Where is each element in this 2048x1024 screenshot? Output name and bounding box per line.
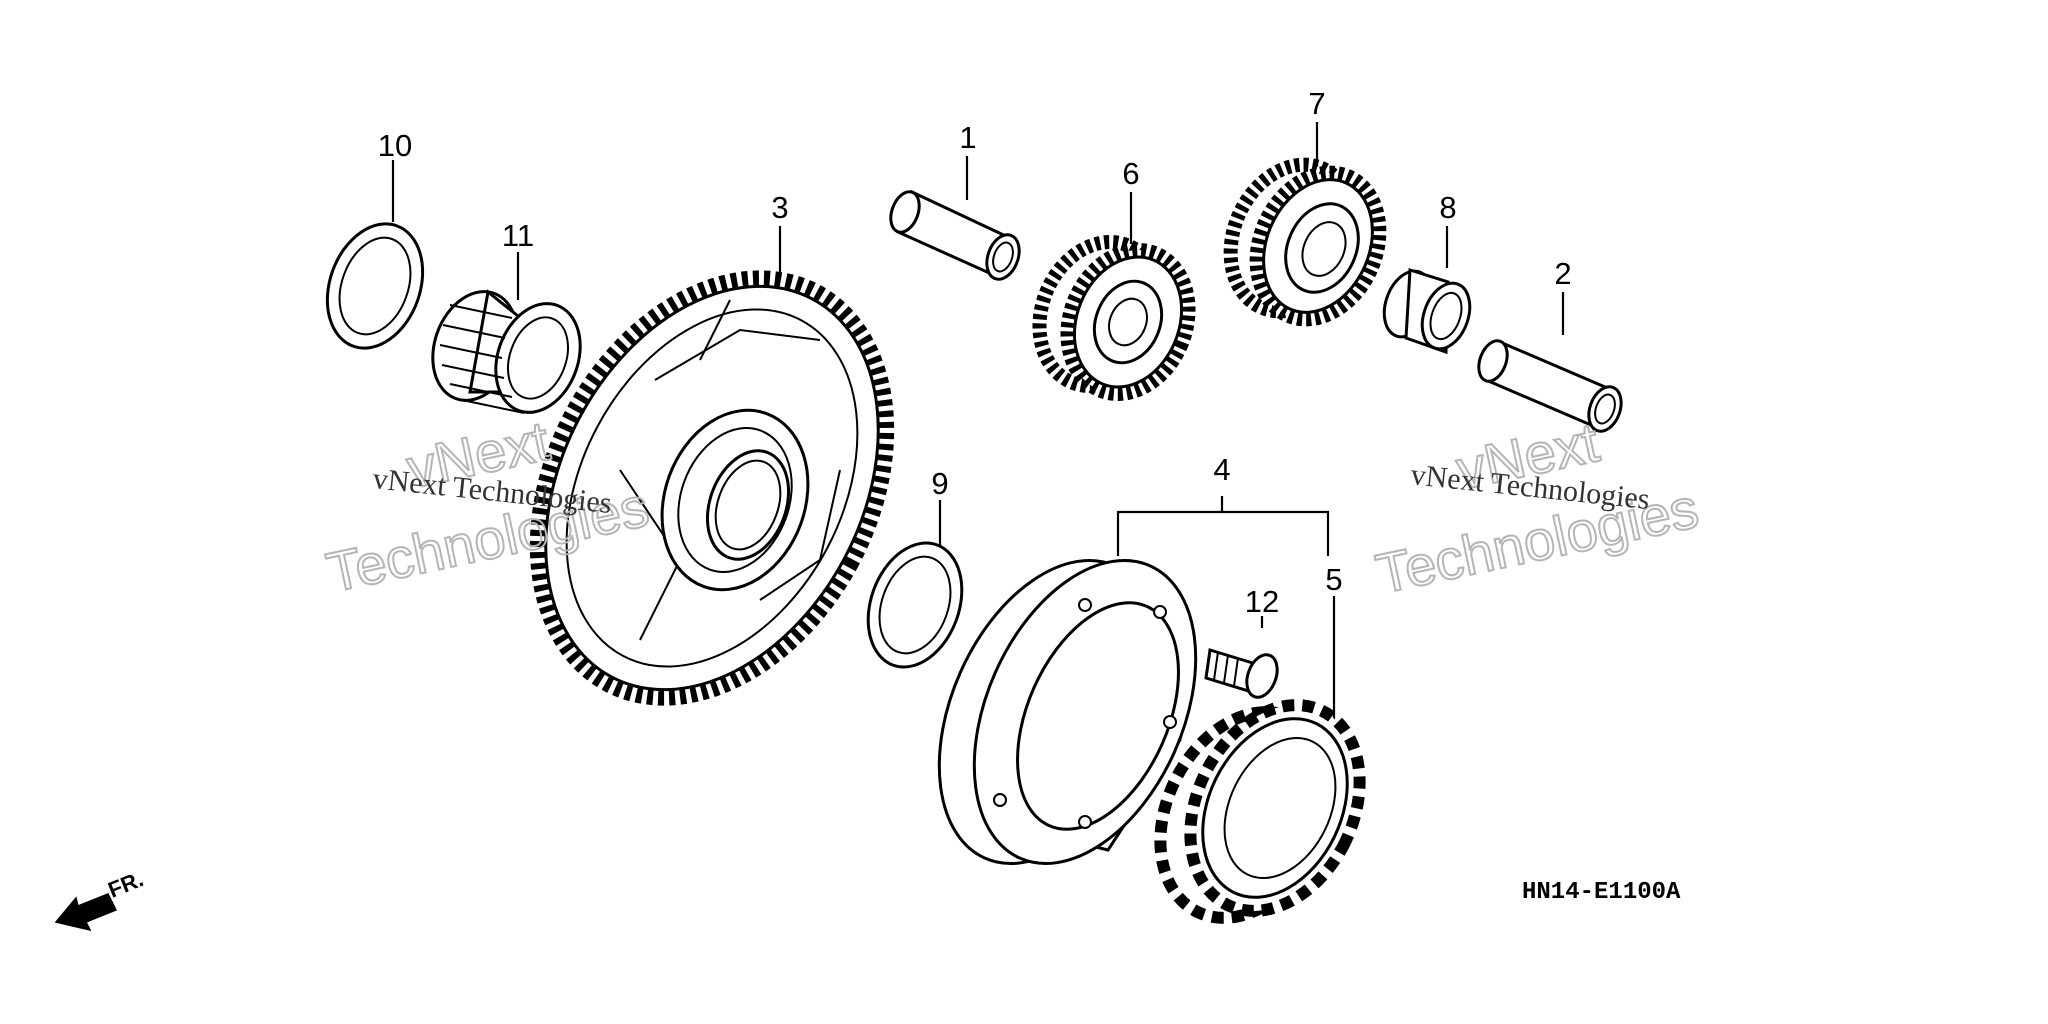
callout-11: 11: [502, 218, 534, 253]
part-starter-driven-gear-3: [529, 270, 895, 706]
callout-2: 2: [1554, 256, 1571, 291]
callout-4: 4: [1213, 452, 1230, 487]
callout-7: 7: [1308, 86, 1325, 121]
callout-1: 1: [959, 120, 976, 155]
callout-labels: 1 2 3 4 5 6 7 8 9 10 11 12: [378, 86, 1572, 619]
callout-12: 12: [1245, 584, 1279, 619]
part-needle-bearing-11: [431, 289, 582, 414]
part-pin-1: [889, 189, 1021, 281]
callout-6: 6: [1122, 156, 1139, 191]
callout-10: 10: [378, 128, 412, 163]
callout-5: 5: [1325, 562, 1342, 597]
part-collar-8: [1382, 267, 1472, 355]
callout-9: 9: [931, 466, 948, 501]
diagram-code: HN14-E1100A: [1522, 879, 1681, 906]
part-washer-10: [325, 222, 425, 350]
front-direction-arrow: FR.: [54, 866, 147, 932]
leader-lines: [391, 122, 1565, 728]
part-pin-2: [1477, 339, 1623, 433]
part-one-way-clutch-5: [1154, 699, 1366, 924]
arrow-left-icon: [54, 893, 118, 932]
part-bolt-12: [1204, 648, 1279, 699]
callout-8: 8: [1439, 190, 1456, 225]
part-reduction-gear-7: [1223, 157, 1387, 327]
part-washer-9: [866, 541, 964, 669]
front-direction-label: FR.: [105, 866, 147, 902]
callout-3: 3: [771, 190, 788, 225]
part-idle-gear-6: [1032, 235, 1196, 401]
part-clutch-outer-4: [937, 558, 1198, 866]
